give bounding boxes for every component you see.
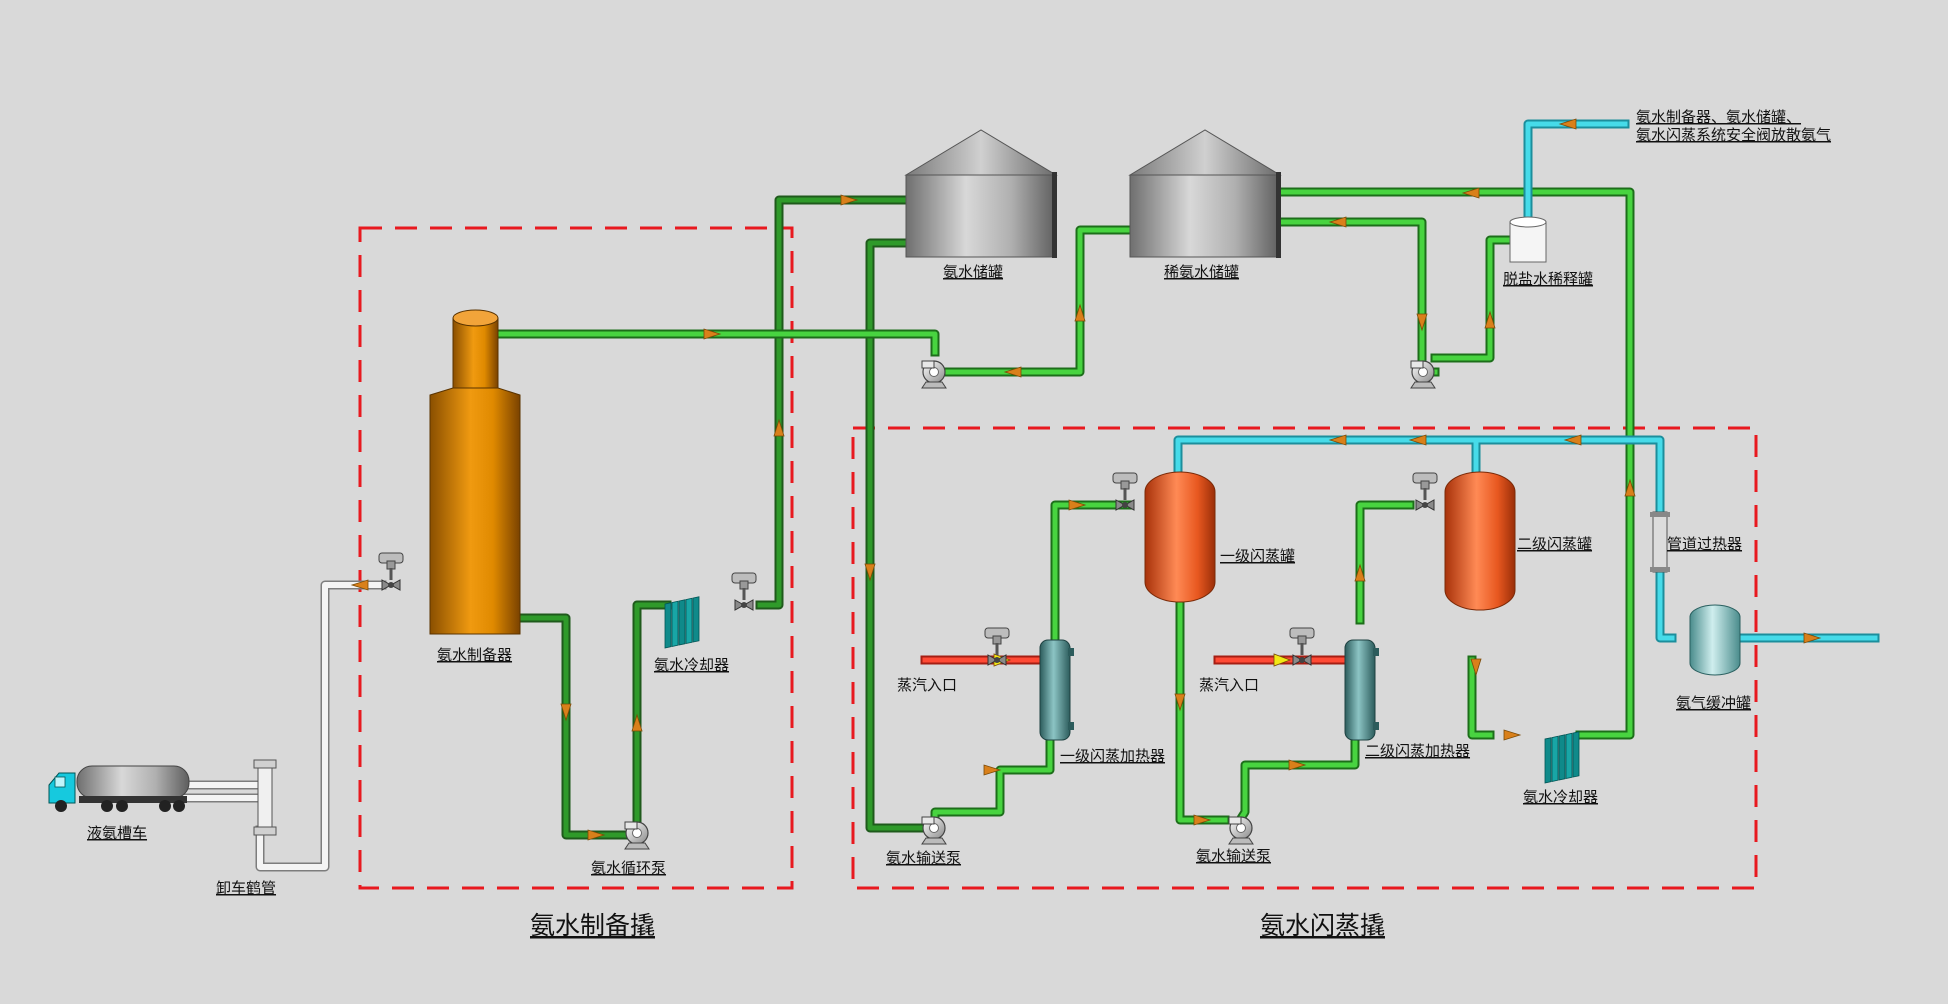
storage-tank-label: 氨水储罐 <box>943 263 1003 281</box>
ammonia-water-preparer <box>429 309 521 635</box>
unloading-arm <box>253 759 277 836</box>
steam1-valve-icon[interactable] <box>984 627 1010 666</box>
transfer-pump-1-label: 氨水输送泵 <box>886 849 961 867</box>
ammonia-buffer-tank <box>1689 604 1741 676</box>
transfer-pump-2-label: 氨水输送泵 <box>1196 847 1271 865</box>
flow-arrows <box>350 118 1822 841</box>
ammonia-storage-tank <box>904 129 1058 258</box>
desalt-tank-label: 脱盐水稀释罐 <box>1503 270 1593 288</box>
reactor-label: 氨水制备器 <box>437 646 512 664</box>
buffer-tank-label: 氨气缓冲罐 <box>1676 694 1751 712</box>
vent-note-line1: 氨水制备器、氨水储罐、 <box>1636 108 1801 126</box>
flash-section-title: 氨水闪蒸撬 <box>1260 911 1385 940</box>
vent-note-line2: 氨水闪蒸系统安全阀放散氨气 <box>1636 126 1831 144</box>
steam-inlet-1-label: 蒸汽入口 <box>897 676 957 694</box>
circulation-pump-icon[interactable] <box>624 821 650 850</box>
desalt-dilution-tank <box>1509 216 1547 263</box>
second-flash-tank <box>1444 471 1516 611</box>
flash-cooler-icon <box>1544 731 1580 784</box>
steam2-valve-icon[interactable] <box>1289 627 1315 666</box>
second-flash-heater <box>1344 639 1379 741</box>
prep-skid-boundary <box>358 226 794 890</box>
labels: 液氨槽车 卸车鹤管 氨水制备器 氨水冷却器 氨水循环泵 氨水储罐 稀氨水储罐 脱… <box>87 108 1831 940</box>
prep-cooler-label: 氨水冷却器 <box>654 656 729 674</box>
steam-inlet-2-label: 蒸汽入口 <box>1199 676 1259 694</box>
prep-cooler-icon <box>664 596 700 649</box>
dilute-ammonia-storage-tank <box>1128 129 1282 258</box>
flash1-label: 一级闪蒸罐 <box>1220 547 1295 565</box>
tank-truck-label: 液氨槽车 <box>87 824 147 842</box>
first-flash-tank <box>1144 471 1216 603</box>
desalt-pump-icon[interactable] <box>1410 360 1436 389</box>
dilute-pump-icon[interactable] <box>921 360 947 389</box>
flash1-inlet-valve-icon[interactable] <box>1112 472 1138 511</box>
heater2-label: 二级闪蒸加热器 <box>1365 742 1470 760</box>
superheater-label: 管道过热器 <box>1667 535 1742 553</box>
heater1-label: 一级闪蒸加热器 <box>1060 747 1165 765</box>
unloading-arm-label: 卸车鹤管 <box>216 879 276 897</box>
first-flash-heater <box>1039 639 1074 741</box>
circ-pump-label: 氨水循环泵 <box>591 859 666 877</box>
pipe-superheater <box>1650 511 1670 573</box>
dilute-tank-label: 稀氨水储罐 <box>1164 263 1239 281</box>
transfer-pump-1-icon[interactable] <box>921 816 947 845</box>
reactor-inlet-valve-icon[interactable] <box>378 552 404 591</box>
flash-skid-boundary <box>851 426 1758 890</box>
cooler-outlet-valve-icon[interactable] <box>731 572 757 611</box>
transfer-pump-2-icon[interactable] <box>1228 816 1254 845</box>
flash2-label: 二级闪蒸罐 <box>1517 535 1592 553</box>
tank-truck-icon <box>48 765 190 812</box>
prep-section-title: 氨水制备撬 <box>530 911 655 940</box>
flash2-inlet-valve-icon[interactable] <box>1412 472 1438 511</box>
flash-cooler-label: 氨水冷却器 <box>1523 788 1598 806</box>
